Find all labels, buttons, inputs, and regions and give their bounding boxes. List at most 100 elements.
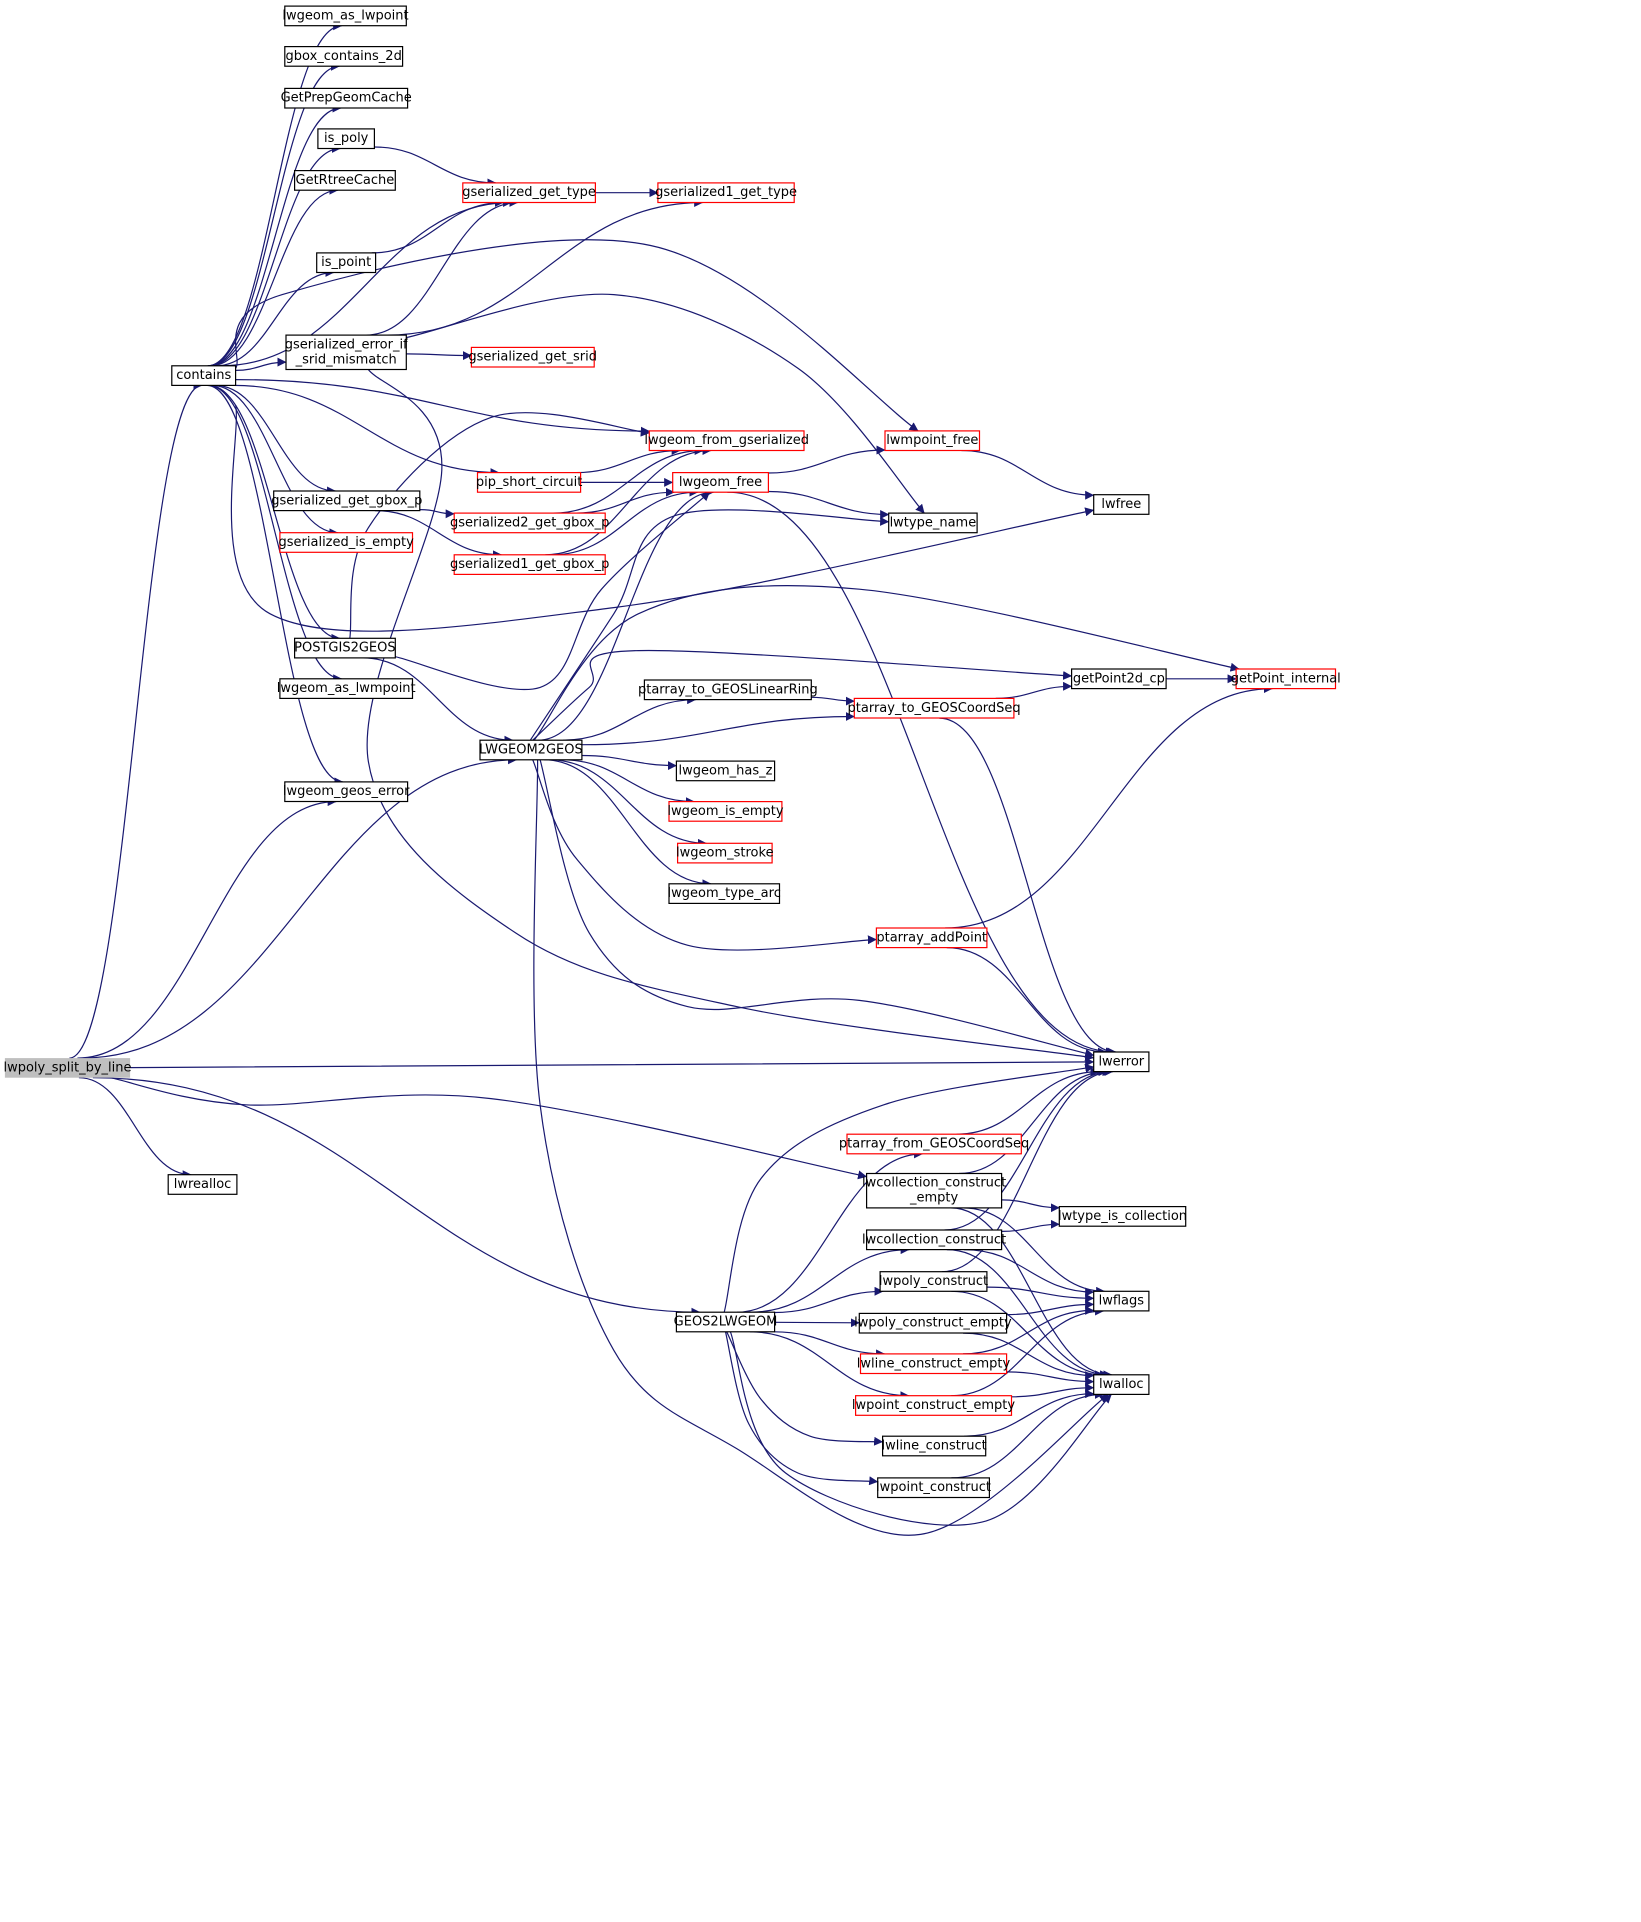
edge-lwpoly_split_by_line-to-lwrealloc (78, 1077, 192, 1180)
node-label: lwflags (1099, 1294, 1145, 1309)
node-contains[interactable]: contains (171, 365, 237, 386)
node-getPoint2d_cp[interactable]: getPoint2d_cp (1070, 668, 1167, 690)
node-lwfree[interactable]: lwfree (1093, 494, 1150, 515)
node-gserialized_get_type[interactable]: gserialized_get_type (462, 182, 596, 204)
node-gserialized_get_gbox_p[interactable]: gserialized_get_gbox_p (271, 490, 422, 512)
edge-contains-to-GetPrepGeomCache (208, 103, 342, 367)
node-ptarray_to_GEOSCoordSeq[interactable]: ptarray_to_GEOSCoordSeq (848, 697, 1021, 719)
node-GetPrepGeomCache[interactable]: GetPrepGeomCache (281, 87, 412, 109)
node-lwgeom_has_z[interactable]: lwgeom_has_z (675, 760, 776, 782)
node-lwrealloc[interactable]: lwrealloc (167, 1174, 238, 1195)
node-lwpoint_construct_empty[interactable]: lwpoint_construct_empty (852, 1395, 1015, 1416)
node-label: gserialized_is_empty (279, 535, 415, 550)
node-box (462, 182, 596, 204)
node-lwgeom_type_arc[interactable]: lwgeom_type_arc (668, 883, 781, 904)
node-lwpoly_construct[interactable]: lwpoly_construct (879, 1271, 988, 1292)
edge-lwcollection_construct_empty-to-lwerror (959, 1067, 1108, 1175)
edge-LWGEOM2GEOS-to-lwerror (539, 759, 1095, 1058)
node-lwcollection_construct[interactable]: lwcollection_construct (862, 1229, 1006, 1251)
node-lwalloc[interactable]: lwalloc (1093, 1374, 1150, 1396)
edge-contains-to-lwfree (230, 405, 1095, 632)
node-POSTGIS2GEOS[interactable]: POSTGIS2GEOS (294, 637, 396, 659)
node-label: gbox_contains_2d (286, 49, 402, 64)
node-lwgeom_geos_error[interactable]: lwgeom_geos_error (283, 781, 410, 803)
node-label: LWGEOM2GEOS (479, 743, 583, 758)
edge-gserialized_get_gbox_p-to-gserialized2_get_gbox_p (419, 509, 455, 519)
node-lwtype_name[interactable]: lwtype_name (888, 512, 978, 534)
edge-lwcollection_construct_empty-to-lwflags (963, 1207, 1106, 1296)
node-box (317, 128, 375, 150)
node-box (453, 554, 606, 575)
node-lwpoly_construct_empty[interactable]: lwpoly_construct_empty (854, 1312, 1012, 1334)
node-pip_short_circuit[interactable]: pip_short_circuit (476, 472, 582, 493)
edge-gserialized_error_if_srid_mismatch-to-gserialized_get_srid (406, 351, 472, 361)
node-lwgeom_is_empty[interactable]: lwgeom_is_empty (667, 800, 784, 822)
edge-ptarray_addPoint-to-getPoint_internal (945, 684, 1273, 929)
node-is_point[interactable]: is_point (316, 252, 377, 274)
edge-lwgeom_free-to-lwtype_name (768, 490, 890, 519)
node-lwmpoint_free[interactable]: lwmpoint_free (884, 430, 981, 452)
node-lwgeom_stroke[interactable]: lwgeom_stroke (676, 842, 774, 864)
edge-ptarray_to_GEOSCoordSeq-to-getPoint2d_cp (995, 681, 1073, 699)
edge-lwpoly_split_by_line-to-contains (69, 380, 203, 1059)
node-lwline_construct_empty[interactable]: lwline_construct_empty (857, 1353, 1011, 1375)
edge-contains-to-lwmpoint_free (234, 239, 919, 432)
node-gserialized1_get_type[interactable]: gserialized1_get_type (655, 182, 797, 204)
node-box (294, 637, 396, 659)
node-label: lwpoint_construct_empty (852, 1398, 1015, 1413)
edge-LWGEOM2GEOS-to-lwgeom_has_z (581, 754, 677, 771)
edge-GEOS2LWGEOM-to-lwline_construct_empty (774, 1331, 886, 1359)
edge-ptarray_from_GEOSCoordSeq-to-lwerror (956, 1067, 1100, 1135)
node-LWGEOM2GEOS[interactable]: LWGEOM2GEOS (479, 739, 583, 761)
node-GEOS2LWGEOM[interactable]: GEOS2LWGEOM (674, 1311, 778, 1333)
node-ptarray_from_GEOSCoordSeq[interactable]: ptarray_from_GEOSCoordSeq (839, 1133, 1029, 1155)
edge-gserialized2_get_gbox_p-to-lwgeom_free (575, 487, 675, 514)
edge-contains-to-is_point (216, 268, 335, 367)
node-lwpoint_construct[interactable]: lwpoint_construct (876, 1477, 991, 1499)
node-is_poly[interactable]: is_poly (317, 128, 375, 150)
node-gserialized_is_empty[interactable]: gserialized_is_empty (279, 532, 415, 553)
node-label: lwpoly_construct (879, 1274, 988, 1289)
node-lwgeom_free[interactable]: lwgeom_free (672, 472, 770, 493)
node-gserialized_error_if_srid_mismatch[interactable]: gserialized_error_if_srid_mismatch (285, 334, 408, 371)
node-box (881, 1435, 987, 1457)
node-lwgeom_from_gserialized[interactable]: lwgeom_from_gserialized (644, 430, 809, 452)
node-ptarray_addPoint[interactable]: ptarray_addPoint (875, 927, 988, 949)
edge-gserialized_error_if_srid_mismatch-to-gserialized_get_type (365, 198, 519, 336)
node-GetRtreeCache[interactable]: GetRtreeCache (294, 170, 396, 191)
node-gbox_contains_2d[interactable]: gbox_contains_2d (284, 45, 404, 67)
node-lwpoly_split_by_line[interactable]: lwpoly_split_by_line (3, 1058, 132, 1078)
node-lwerror[interactable]: lwerror (1093, 1051, 1150, 1073)
node-ptarray_to_GEOSLinearRing[interactable]: ptarray_to_GEOSLinearRing (638, 679, 818, 701)
node-getPoint_internal[interactable]: getPoint_internal (1231, 668, 1341, 690)
node-gserialized2_get_gbox_p[interactable]: gserialized2_get_gbox_p (450, 512, 609, 534)
node-lwflags[interactable]: lwflags (1093, 1290, 1150, 1312)
edge-gserialized1_get_gbox_p-to-lwgeom_from_gserialized (545, 446, 712, 556)
node-box (858, 1312, 1008, 1334)
node-lwcollection_construct_empty[interactable]: lwcollection_construct_empty (862, 1172, 1006, 1209)
node-label: gserialized1_get_type (655, 185, 797, 200)
node-lwtype_is_collection[interactable]: lwtype_is_collection (1058, 1205, 1187, 1227)
edge-contains-to-lwgeom_as_lwpoint (207, 21, 343, 367)
node-box (167, 1174, 238, 1195)
node-lwline_construct[interactable]: lwline_construct (881, 1435, 987, 1457)
node-lwgeom_as_lwpoint[interactable]: lwgeom_as_lwpoint (282, 5, 409, 27)
node-box (273, 490, 421, 512)
node-box (476, 472, 582, 493)
edge-contains-to-GetRtreeCache (210, 185, 339, 367)
node-gserialized_get_srid[interactable]: gserialized_get_srid (468, 346, 597, 368)
node-label: lwline_construct (881, 1439, 986, 1454)
node-gserialized1_get_gbox_p[interactable]: gserialized1_get_gbox_p (450, 554, 609, 575)
node-lwgeom_as_lwmpoint[interactable]: lwgeom_as_lwmpoint (277, 678, 416, 699)
edge-ptarray_to_GEOSLinearRing-to-ptarray_to_GEOSCoordSeq (811, 696, 855, 706)
node-label: gserialized_get_type (462, 185, 596, 200)
node-box (171, 365, 237, 386)
node-box (1093, 1051, 1150, 1073)
edge-LWGEOM2GEOS-to-lwgeom_stroke (549, 759, 707, 848)
node-box (854, 1395, 1013, 1416)
edge-lwcollection_construct_empty-to-lwtype_is_collection (1001, 1199, 1060, 1213)
node-label: gserialized_get_srid (468, 350, 597, 365)
node-label: lwgeom_geos_error (283, 784, 410, 799)
edge-LWGEOM2GEOS-to-getPoint_internal (533, 585, 1240, 741)
